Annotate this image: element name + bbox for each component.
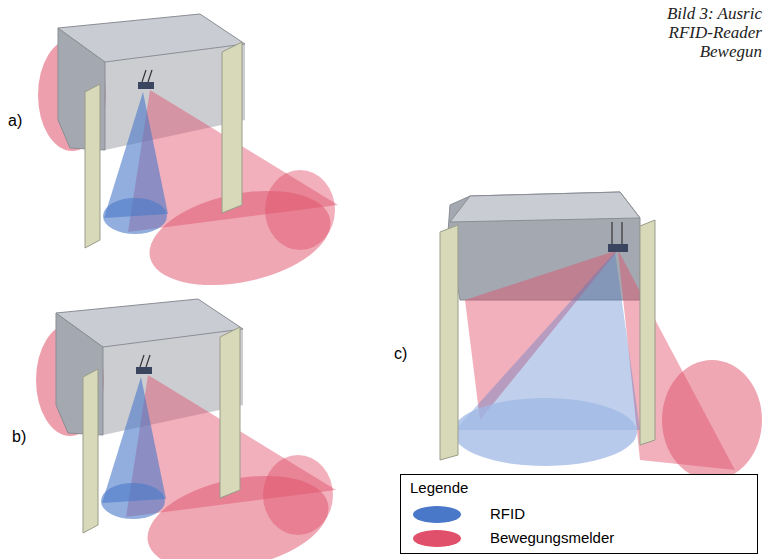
legend-swatch [413, 530, 461, 547]
legend-text: RFID [490, 505, 525, 522]
subfigure-label: b) [12, 428, 26, 446]
subfigure-label: a) [8, 112, 22, 130]
legend-text: Bewegungsmelder [490, 529, 614, 546]
figure-caption: Bild 3: Ausric RFID-Reader Bewegun [644, 4, 762, 61]
legend-swatch [413, 506, 461, 523]
subfigure-label: c) [394, 345, 407, 363]
legend-title: Legende [410, 479, 468, 496]
